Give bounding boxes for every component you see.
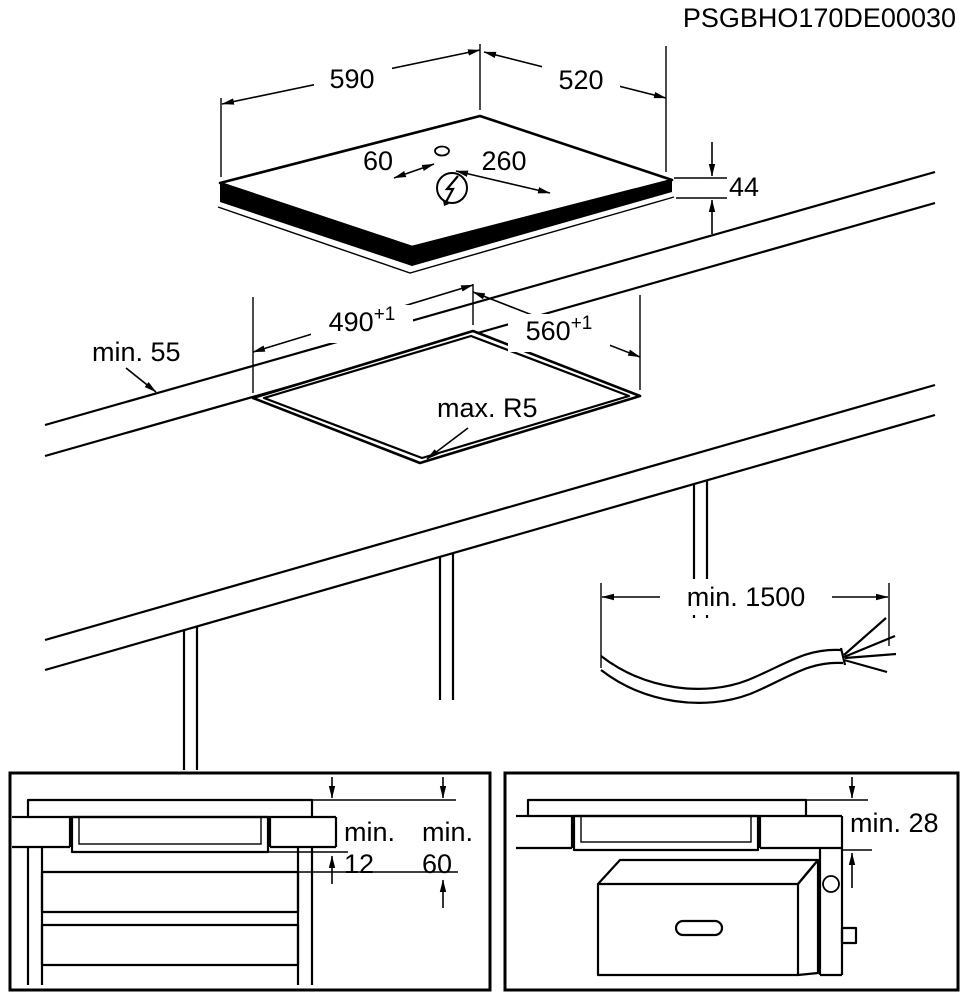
hole-offset-b-label: 260: [481, 146, 526, 176]
worktop-cutout-view: 490+1 560+1 min. 55 max. R5: [92, 284, 642, 465]
hob-depth-label: 520: [558, 65, 603, 95]
cutout-depth-label: 490+1: [329, 304, 396, 337]
cable-wire-ends: [843, 617, 897, 674]
drawer-clearance-panel: min. 12 min. 60: [8, 771, 492, 992]
clearance-value-60: 60: [422, 849, 452, 879]
panel-border: [8, 771, 492, 992]
dim-edge-clearance-min55: min. 55: [92, 337, 181, 393]
lightning-bolt-icon: [444, 175, 459, 203]
hob-glass-section: [526, 798, 808, 818]
dim-drawer-clearances: min. 12 min. 60: [268, 777, 473, 908]
hob-body-inner: [78, 816, 262, 845]
dim-corner-radius-maxR5: max. R5: [426, 393, 538, 460]
drawer-upper: [40, 870, 300, 914]
worktop-section: [516, 814, 844, 850]
min-label-1: min.: [344, 817, 395, 847]
drawer-lower: [40, 923, 300, 967]
oven-front: [596, 882, 800, 977]
hob-left-edge: [220, 183, 412, 266]
corner-radius-label: max. R5: [437, 393, 538, 423]
hob-glass-section: [26, 798, 314, 819]
edge-clearance-label: min. 55: [92, 337, 181, 367]
oven-top: [597, 858, 820, 885]
table-front-view: [44, 383, 936, 770]
oven-handle: [674, 919, 724, 937]
dim-cutout-width-560: 560+1: [472, 291, 641, 390]
mains-cable-drawing: [600, 617, 897, 704]
min-label-2: min.: [422, 817, 473, 847]
dim-hole-offsets: 60 260: [363, 146, 551, 194]
oven-clearance-label: min. 28: [850, 808, 939, 838]
cable-length-view: min. 1500: [600, 579, 897, 704]
fixing-bracket: [840, 926, 858, 945]
hob-body-section: [70, 815, 270, 854]
hole-offset-a-label: 60: [363, 146, 393, 176]
cable-hole: [434, 145, 450, 157]
hob-isometric-view: 590 520 60 260 44: [217, 44, 759, 274]
dim-hob-height-44: 44: [674, 142, 759, 234]
dim-oven-clearance: min. 28: [806, 777, 939, 888]
hob-right-edge: [412, 180, 672, 266]
worktop-section: [12, 815, 338, 849]
oven-clearance-panel: min. 28: [503, 771, 960, 992]
hob-body-inner: [580, 815, 752, 843]
cutout-width-label: 560+1: [526, 313, 593, 346]
cabinet-side-panel: [818, 848, 858, 977]
cable-length-label: min. 1500: [687, 582, 806, 612]
hob-body-section: [572, 814, 760, 852]
hob-height-label: 44: [729, 172, 759, 202]
dim-hob-width-590: 590: [220, 44, 481, 177]
oven-drawing: [596, 858, 820, 977]
table-leg-middle: [438, 553, 455, 700]
hob-width-label: 590: [329, 64, 374, 94]
cutout-inner-edge: [262, 334, 631, 460]
dim-cutout-depth-490: 490+1: [252, 284, 474, 393]
table-leg-left: [182, 626, 199, 770]
panel-border: [503, 771, 960, 992]
drawing-code: PSGBHO170DE00030: [683, 3, 956, 33]
dim-hob-depth-520: 520: [483, 46, 667, 172]
fixing-knob: [822, 875, 840, 893]
clearance-value-12: 12: [344, 849, 374, 879]
oven-side: [797, 858, 820, 977]
hob-frame-lip: [217, 196, 675, 274]
